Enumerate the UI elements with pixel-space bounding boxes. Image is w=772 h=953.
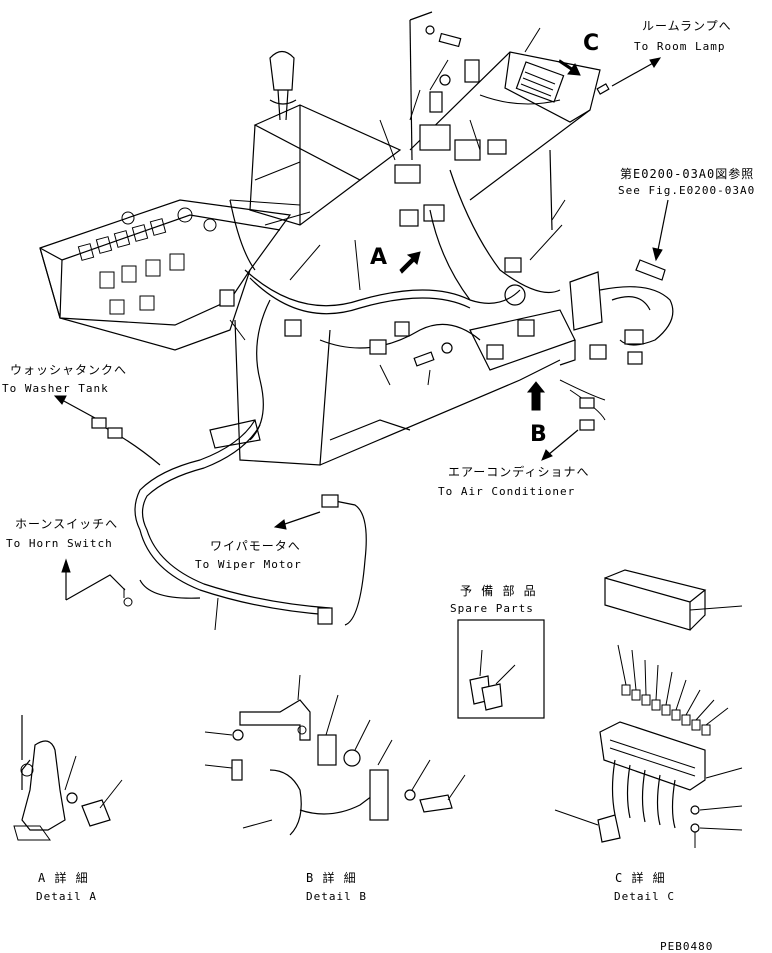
drawing-number: PEB0480 — [660, 940, 713, 953]
callout-a: A — [370, 245, 387, 270]
label-washer-tank: ウォッシャタンクへ To Washer Tank — [2, 363, 127, 419]
detail-a-en: Detail A — [36, 890, 97, 903]
gear-lever — [269, 50, 297, 121]
horn-switch-en: To Horn Switch — [6, 537, 113, 550]
detail-b-en: Detail B — [306, 890, 367, 903]
detail-c-en: Detail C — [614, 890, 675, 903]
horn-switch-jp: ホーンスイッチへ — [15, 517, 118, 531]
label-wiper-motor: ワイパモータへ To Wiper Motor — [195, 511, 321, 571]
room-lamp-jp: ルームランプへ — [642, 19, 732, 33]
relay-block — [394, 25, 535, 360]
see-fig-jp: 第E0200-03A0図参照 — [620, 166, 754, 181]
detail-c-jp: C 詳 細 — [615, 870, 666, 885]
label-see-fig: 第E0200-03A0図参照 See Fig.E0200-03A0 — [618, 166, 755, 262]
room-lamp-connector — [479, 61, 610, 105]
washer-tank-en: To Washer Tank — [2, 382, 109, 395]
room-lamp-en: To Room Lamp — [634, 40, 725, 53]
spare-parts-jp: 予 備 部 品 — [460, 583, 537, 598]
spare-parts-en: Spare Parts — [450, 602, 534, 615]
spare-parts-box: 予 備 部 品 Spare Parts — [450, 583, 545, 719]
label-air-conditioner: エアーコンディショナへ To Air Conditioner — [438, 429, 589, 498]
callout-b: B — [530, 422, 547, 447]
air-conditioner-en: To Air Conditioner — [438, 485, 575, 498]
cab-frame — [209, 51, 601, 466]
air-conditioner-jp: エアーコンディショナへ — [448, 464, 589, 479]
label-horn-switch: ホーンスイッチへ To Horn Switch — [6, 517, 126, 601]
detail-b-jp: B 詳 細 — [306, 870, 357, 885]
instrument-panel — [39, 199, 292, 351]
see-fig-en: See Fig.E0200-03A0 — [618, 184, 755, 197]
right-connector-group — [569, 259, 674, 365]
wiper-motor-en: To Wiper Motor — [195, 558, 302, 571]
callout-c: C — [583, 31, 599, 56]
main-harness — [219, 169, 606, 441]
detail-a-jp: A 詳 細 — [38, 870, 89, 885]
top-bolts — [409, 11, 462, 161]
callout-arrows — [399, 59, 581, 411]
wiper-motor-jp: ワイパモータへ — [210, 539, 301, 553]
washer-tank-jp: ウォッシャタンクへ — [10, 363, 127, 377]
center-bolt — [413, 342, 453, 367]
lower-harness — [91, 417, 367, 626]
leader-lines — [214, 27, 566, 631]
label-room-lamp: ルームランプへ To Room Lamp — [611, 19, 732, 87]
detail-a-illustration — [13, 715, 123, 841]
detail-b-illustration — [204, 674, 466, 836]
detail-c-illustration — [554, 569, 743, 848]
